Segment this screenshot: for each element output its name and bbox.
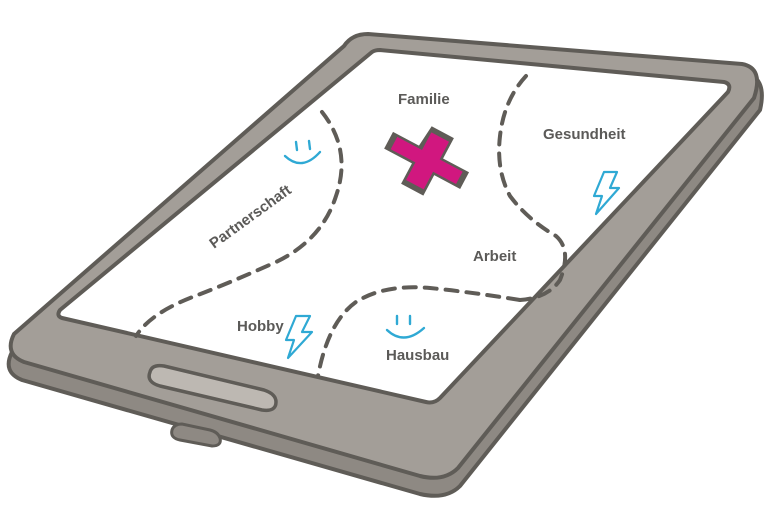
lightning-icon — [284, 314, 314, 360]
border-gesundheit — [497, 74, 568, 302]
label-familie: Familie — [398, 91, 450, 108]
x-mark-icon — [384, 126, 470, 196]
smiley-icon — [385, 314, 426, 339]
charging-port — [170, 422, 222, 448]
label-hobby: Hobby — [237, 318, 284, 335]
home-button[interactable] — [147, 363, 278, 413]
label-hausbau: Hausbau — [386, 347, 449, 364]
tablet-screen — [56, 48, 732, 405]
label-arbeit: Arbeit — [473, 248, 516, 265]
region-borders — [134, 74, 568, 378]
smiley-icon — [283, 139, 322, 165]
label-gesundheit: Gesundheit — [543, 126, 626, 143]
border-hausbau — [316, 285, 522, 378]
border-partnerschaft — [134, 110, 344, 338]
lightning-icon — [592, 170, 621, 216]
